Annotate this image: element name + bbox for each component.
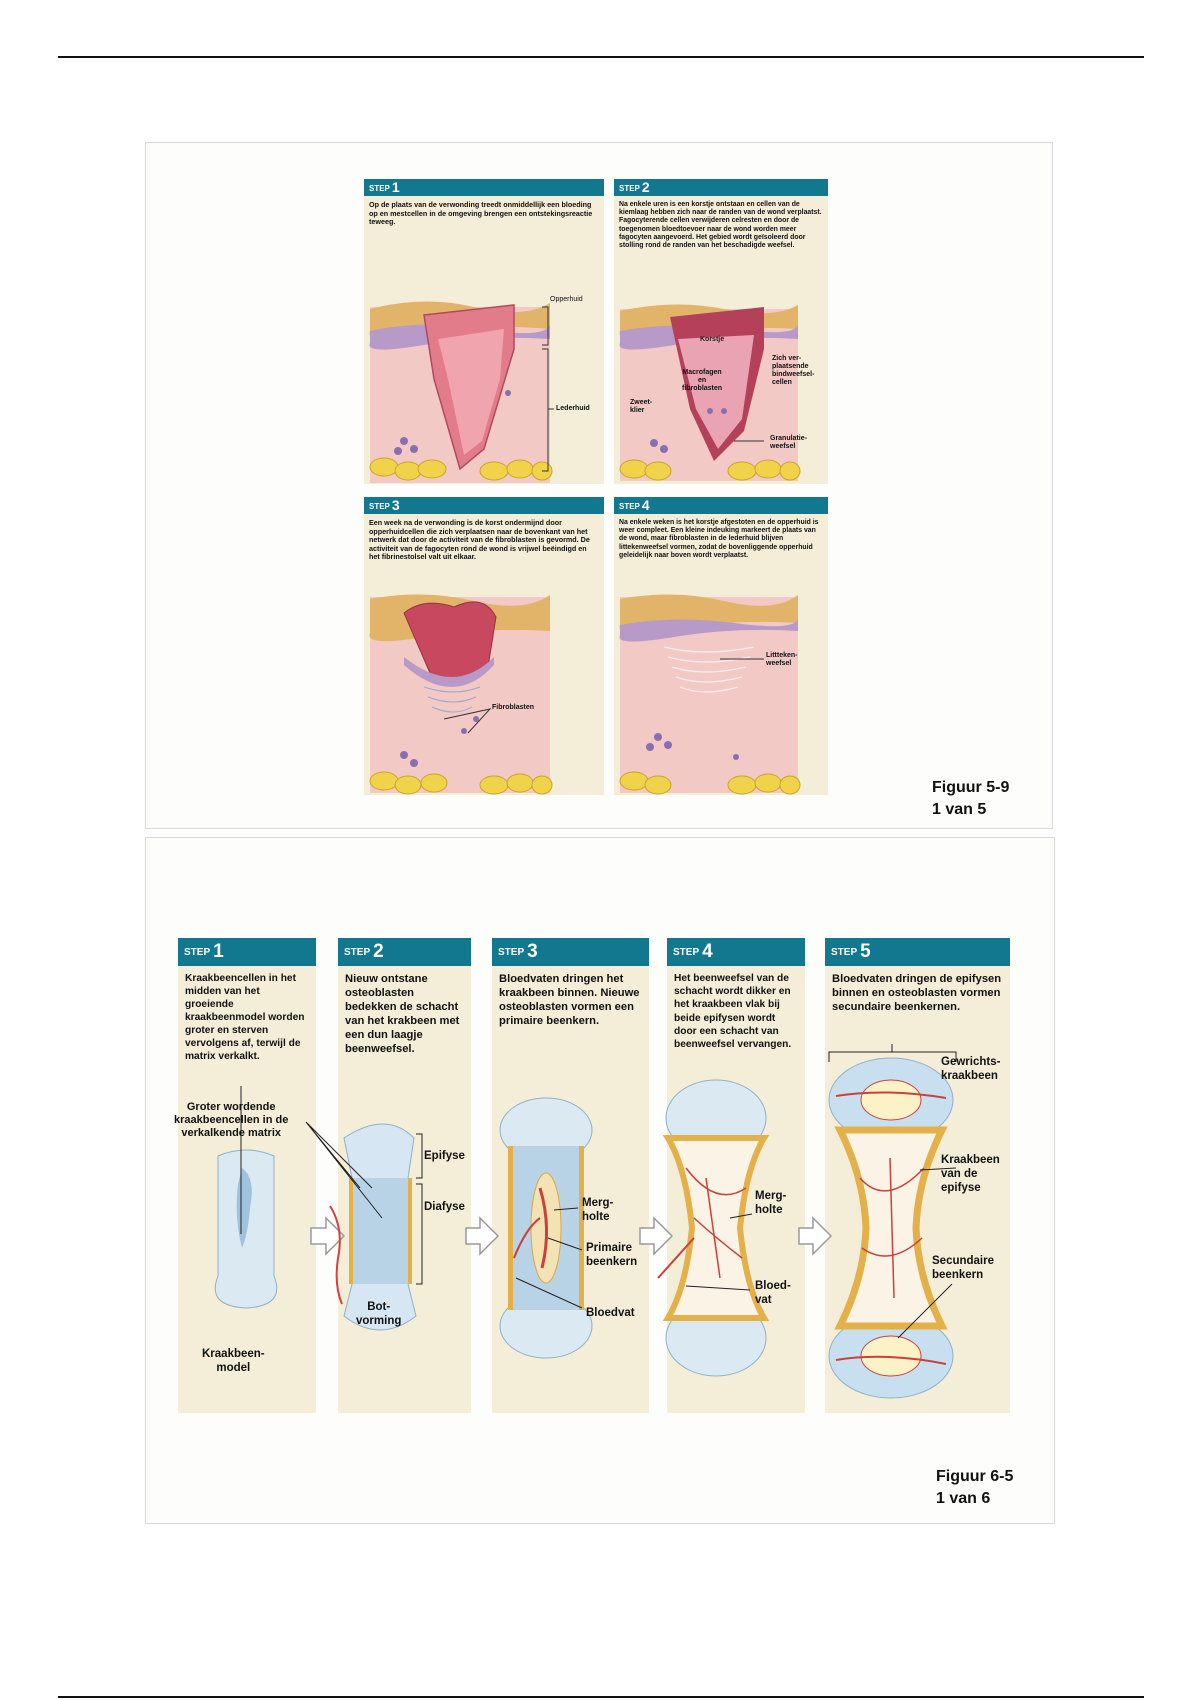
label-macrofagen: Macrofagen en fibroblasten — [682, 369, 723, 392]
bone-formation-illustrations — [214, 1044, 957, 1399]
wound-step-4-illustration — [619, 594, 801, 795]
step-description: Na enkele weken is het korstje afgestote… — [619, 519, 819, 559]
label-kraakbeenmodel: Kraakbeen- model — [202, 1348, 265, 1374]
step-description: Kraakbeencellen in het midden van het gr… — [185, 973, 305, 1062]
bottom-rule — [58, 1696, 1144, 1698]
label-secundaire-beenkern: Secundaire beenkern — [932, 1255, 994, 1281]
label-gewrichtskraakbeen: Gewrichts- kraakbeen — [941, 1056, 1001, 1082]
label-bindweefsel-cellen: Zich ver- plaatsende bindweefsel- cellen — [772, 355, 815, 386]
label-groter-wordende-cellen: Groter wordende kraakbeencellen in de ve… — [174, 1101, 289, 1139]
label-bloedvat-4: Bloed- vat — [755, 1280, 791, 1306]
label-epifyse: Epifyse — [424, 1150, 465, 1162]
label-primaire-beenkern: Primaire beenkern — [586, 1242, 638, 1268]
wound-step-1-illustration — [369, 301, 554, 483]
step-description: Het beenweefsel van de schacht wordt dik… — [674, 973, 792, 1051]
label-botvorming: Bot- vorming — [356, 1301, 402, 1327]
top-rule — [58, 56, 1144, 58]
label-opperhuid: Opperhuid — [550, 296, 583, 303]
wound-step-3-illustration — [369, 594, 553, 795]
label-granulatieweefsel: Granulatie- weefsel — [770, 435, 807, 450]
label-mergholte-4: Merg- holte — [755, 1190, 787, 1216]
step-description: Bloedvaten dringen de epifysen binnen en… — [832, 973, 1002, 1013]
step-description: Nieuw ontstane osteoblasten bedekken de … — [345, 973, 460, 1055]
label-diafyse: Diafyse — [424, 1201, 465, 1213]
label-korstje: Korstje — [700, 336, 725, 343]
step-description: Een week na de verwonding is de korst on… — [369, 518, 590, 562]
step-description: Op de plaats van de verwonding treedt on… — [369, 200, 593, 227]
label-mergholte-3: Merg- holte — [582, 1197, 614, 1223]
step-description: Na enkele uren is een korstje ontstaan e… — [619, 201, 822, 250]
label-littekenweefsel: Littteken- weefsel — [766, 652, 798, 667]
wound-step-2-illustration — [619, 304, 801, 481]
label-lederhuid: Lederhuid — [556, 405, 590, 412]
label-kraakbeen-van-de-epifyse: Kraakbeen van de epifyse — [941, 1154, 1000, 1194]
figure-caption: Figuur 6-5 1 van 6 — [936, 1468, 1014, 1507]
label-zweetklier: Zweet- klier — [630, 399, 653, 414]
label-fibroblasten: Fibroblasten — [492, 704, 535, 711]
label-bloedvat-3: Bloedvat — [586, 1307, 635, 1319]
step-description: Bloedvaten dringen het kraakbeen binnen.… — [499, 973, 640, 1027]
figure-caption: Figuur 5-9 1 van 5 — [932, 779, 1010, 818]
